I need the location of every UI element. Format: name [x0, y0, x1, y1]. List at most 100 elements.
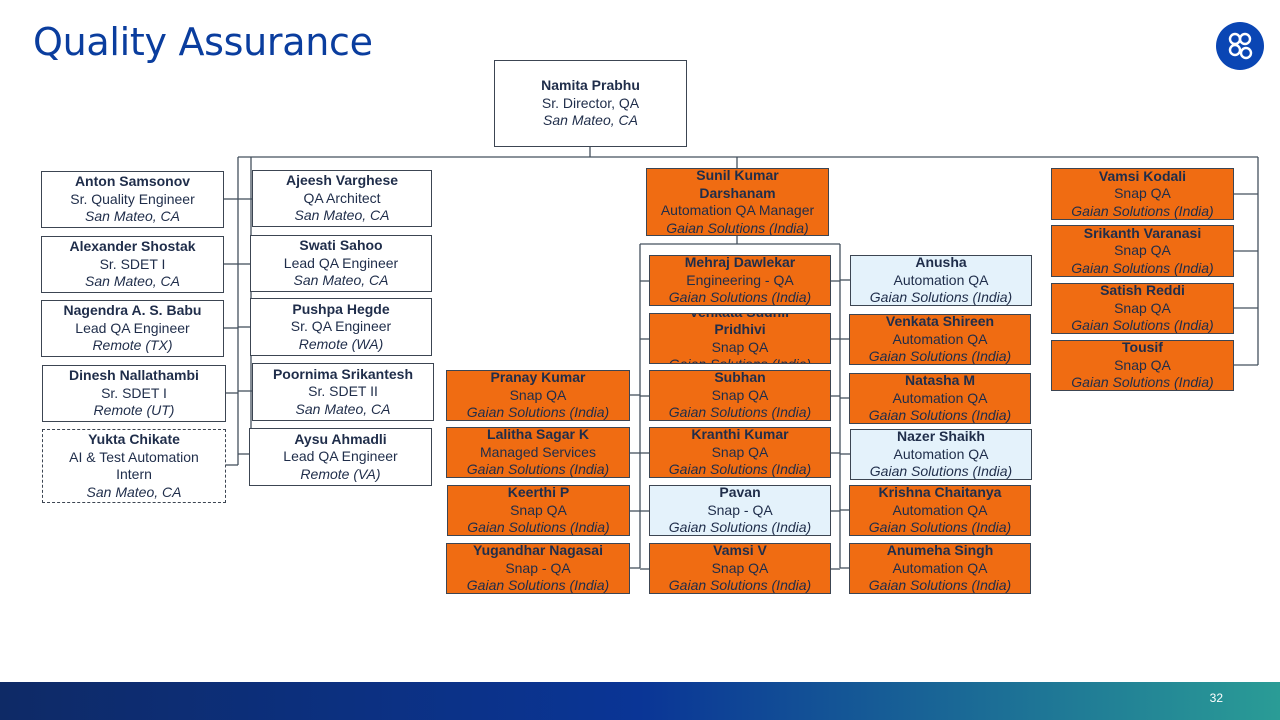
person-card-anumeha-singh: Anumeha Singh Automation QA Gaian Soluti…	[849, 543, 1031, 594]
person-role: Snap QA	[1114, 185, 1171, 202]
person-card-nazer-shaikh: Nazer Shaikh Automation QA Gaian Solutio…	[850, 429, 1032, 480]
person-location: Gaian Solutions (India)	[668, 577, 812, 594]
person-name: Satish Reddi	[1100, 283, 1185, 299]
person-card-pushpa-hegde: Pushpa Hegde Sr. QA Engineer Remote (WA)	[250, 298, 432, 356]
person-location: Gaian Solutions (India)	[869, 289, 1013, 306]
person-card-poornima-srikantesh: Poornima Srikantesh Sr. SDET II San Mate…	[252, 363, 434, 421]
footer-bar: 32	[0, 682, 1280, 720]
person-card-dinesh-nallathambi: Dinesh Nallathambi Sr. SDET I Remote (UT…	[42, 365, 226, 422]
person-card-kranthi-kumar: Kranthi Kumar Snap QA Gaian Solutions (I…	[649, 427, 831, 478]
person-name: Anumeha Singh	[886, 543, 994, 559]
person-location: Gaian Solutions (India)	[869, 463, 1013, 480]
person-name: Venkata Sudhir Pridhivi	[689, 314, 790, 337]
person-name: Poornima Srikantesh	[272, 365, 414, 382]
person-card-keerthi-p: Keerthi P Snap QA Gaian Solutions (India…	[447, 485, 630, 536]
person-card-lalitha-sagar: Lalitha Sagar K Managed Services Gaian S…	[446, 427, 630, 478]
person-card-swati-sahoo: Swati Sahoo Lead QA Engineer San Mateo, …	[250, 235, 432, 292]
person-location: Remote (TX)	[92, 337, 173, 354]
director-card: Namita Prabhu Sr. Director, QA San Mateo…	[494, 60, 687, 147]
person-card-pavan: Pavan Snap - QA Gaian Solutions (India)	[649, 485, 831, 536]
person-location: Gaian Solutions (India)	[868, 519, 1012, 536]
person-role: Sr. SDET I	[99, 255, 166, 272]
person-role: Snap QA	[711, 559, 769, 576]
person-location: Gaian Solutions (India)	[868, 348, 1012, 365]
person-card-vamsi-v: Vamsi V Snap QA Gaian Solutions (India)	[649, 543, 831, 594]
person-name: Vamsi V	[713, 543, 767, 559]
person-role: Snap QA	[711, 386, 769, 403]
person-name: Tousif	[1122, 340, 1163, 356]
person-location: Remote (WA)	[298, 335, 384, 352]
person-role: Automation QA	[892, 501, 988, 518]
person-role: Automation QA	[893, 271, 989, 288]
person-role: AI & Test Automation Intern	[69, 448, 199, 483]
person-card-anton-samsonov: Anton Samsonov Sr. Quality Engineer San …	[41, 171, 224, 228]
person-location: Gaian Solutions (India)	[466, 461, 610, 478]
person-role: Sr. SDET I	[101, 384, 167, 401]
person-location: Gaian Solutions (India)	[668, 461, 812, 478]
slide-title: Quality Assurance	[33, 20, 373, 64]
person-role: QA Architect	[303, 189, 381, 206]
person-name: Yugandhar Nagasai	[473, 543, 603, 559]
person-location: San Mateo, CA	[85, 273, 180, 290]
person-name: Keerthi P	[507, 485, 570, 501]
person-role: Snap QA	[1114, 242, 1171, 259]
person-card-aysu-ahmadli: Aysu Ahmadli Lead QA Engineer Remote (VA…	[249, 428, 432, 486]
person-name: Natasha M	[904, 373, 976, 389]
page-number: 32	[1209, 691, 1223, 705]
person-name: Pushpa Hegde	[292, 300, 390, 317]
person-card-srikanth-varanasi: Srikanth Varanasi Snap QA Gaian Solution…	[1051, 225, 1234, 277]
person-role: Automation QA Manager	[660, 202, 815, 218]
person-card-venkata-sudhir-pridhivi: Venkata Sudhir Pridhivi Snap QA Gaian So…	[649, 313, 831, 364]
person-card-alexander-shostak: Alexander Shostak Sr. SDET I San Mateo, …	[41, 236, 224, 293]
person-location: San Mateo, CA	[543, 112, 638, 129]
person-name: Anusha	[915, 255, 967, 271]
person-card-vamsi-kodali: Vamsi Kodali Snap QA Gaian Solutions (In…	[1051, 168, 1234, 220]
person-role: Automation QA	[892, 559, 988, 576]
person-name: Krishna Chaitanya	[878, 485, 1002, 501]
person-card-nagendra-babu: Nagendra A. S. Babu Lead QA Engineer Rem…	[41, 300, 224, 357]
manager-card: Sunil Kumar Darshanam Automation QA Mana…	[646, 168, 829, 236]
person-role: Lead QA Engineer	[283, 448, 398, 465]
person-card-anusha: Anusha Automation QA Gaian Solutions (In…	[850, 255, 1032, 306]
person-card-venkata-shireen: Venkata Shireen Automation QA Gaian Solu…	[849, 314, 1031, 365]
person-role: Sr. SDET II	[308, 383, 378, 400]
person-name: Swati Sahoo	[299, 237, 383, 254]
person-location: Gaian Solutions (India)	[466, 577, 610, 594]
person-card-subhan: Subhan Snap QA Gaian Solutions (India)	[649, 370, 831, 421]
person-card-satish-reddi: Satish Reddi Snap QA Gaian Solutions (In…	[1051, 283, 1234, 334]
person-name: Kranthi Kumar	[691, 427, 789, 443]
person-name: Vamsi Kodali	[1098, 168, 1187, 184]
person-location: Gaian Solutions (India)	[868, 407, 1012, 424]
person-name: Anton Samsonov	[74, 173, 191, 190]
person-role: Snap QA	[711, 338, 769, 355]
person-name: Pavan	[719, 485, 761, 501]
person-location: San Mateo, CA	[86, 483, 182, 500]
person-card-tousif: Tousif Snap QA Gaian Solutions (India)	[1051, 340, 1234, 391]
person-card-yugandhar-nagasai: Yugandhar Nagasai Snap - QA Gaian Soluti…	[446, 543, 630, 594]
person-role: Snap QA	[509, 386, 567, 403]
person-role: Sr. Director, QA	[541, 94, 640, 111]
person-role: Engineering - QA	[686, 271, 794, 288]
person-role: Managed Services	[480, 443, 596, 460]
person-name: Dinesh Nallathambi	[69, 367, 199, 384]
person-location: Gaian Solutions (India)	[868, 577, 1012, 594]
person-name: Ajeesh Varghese	[285, 172, 399, 189]
person-location: Gaian Solutions (India)	[668, 289, 812, 306]
person-role: Sr. QA Engineer	[290, 318, 392, 335]
person-location: Gaian Solutions (India)	[668, 356, 812, 364]
person-role: Lead QA Engineer	[75, 319, 190, 336]
person-location: Gaian Solutions (India)	[1071, 374, 1214, 391]
person-location: Gaian Solutions (India)	[668, 519, 812, 536]
person-location: Gaian Solutions (India)	[1071, 202, 1214, 219]
person-location: San Mateo, CA	[85, 208, 180, 225]
circles-logo-icon	[1216, 22, 1264, 70]
person-name: Alexander Shostak	[69, 238, 196, 255]
person-card-ajeesh-varghese: Ajeesh Varghese QA Architect San Mateo, …	[252, 170, 432, 227]
person-location: San Mateo, CA	[294, 207, 390, 224]
person-role: Snap - QA	[707, 501, 773, 518]
person-role: Automation QA	[892, 389, 988, 406]
person-location: Gaian Solutions (India)	[1071, 317, 1214, 334]
person-name: Lalitha Sagar K	[487, 427, 589, 443]
person-role: Automation QA	[893, 445, 989, 462]
